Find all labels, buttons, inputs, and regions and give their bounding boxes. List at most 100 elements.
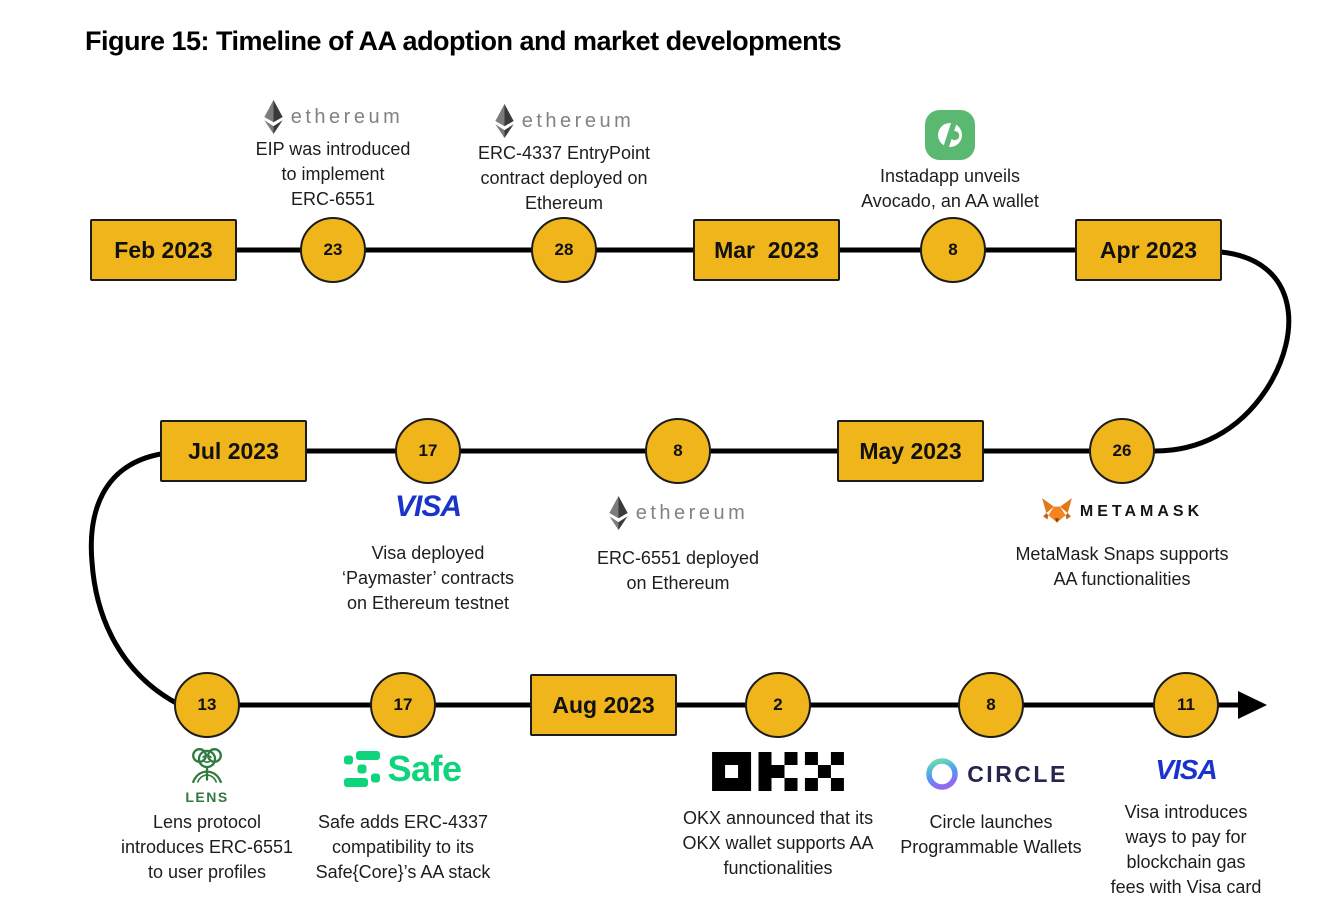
event-caption: Lens protocol introduces ERC-6551 to use… xyxy=(67,810,347,885)
left-curve xyxy=(88,450,180,707)
visa-logo: VISA xyxy=(1131,754,1241,786)
day-number: 11 xyxy=(1177,695,1195,714)
day-number: 17 xyxy=(393,695,413,714)
circle-ring-icon xyxy=(926,758,958,790)
day-node-may-8: 8 xyxy=(645,418,711,484)
caption-line: functionalities xyxy=(723,858,833,878)
caption-line: ways to pay for xyxy=(1125,827,1247,847)
caption-line: contract deployed on xyxy=(480,168,648,188)
event-caption: EIP was introduced to implement ERC-6551 xyxy=(193,137,473,212)
ethereum-logo: ethereum xyxy=(603,496,753,530)
lens-plant-icon xyxy=(192,748,222,784)
event-caption: Circle launches Programmable Wallets xyxy=(851,810,1131,860)
caption-line: fees with Visa card xyxy=(1110,877,1262,897)
month-label: Jul 2023 xyxy=(188,437,279,464)
okx-icon xyxy=(712,752,844,791)
caption-line: ERC-6551 deployed xyxy=(596,548,760,568)
caption-line: Programmable Wallets xyxy=(900,837,1082,857)
event-caption: ERC-4337 EntryPoint contract deployed on… xyxy=(424,141,704,216)
caption-line: OKX wallet supports AA xyxy=(682,833,874,853)
right-curve xyxy=(1154,249,1292,454)
caption-line: blockchain gas xyxy=(1126,852,1246,872)
caption-line: ERC-6551 xyxy=(290,189,376,209)
caption-line: EIP was introduced xyxy=(255,139,411,159)
caption-line: Lens protocol xyxy=(152,812,262,832)
event-caption: Safe adds ERC-4337 compatibility to its … xyxy=(263,810,543,885)
day-number: 8 xyxy=(948,240,958,259)
visa-wordmark: VISA xyxy=(1155,754,1217,785)
caption-line: to user profiles xyxy=(147,862,267,882)
day-number: 17 xyxy=(418,441,438,460)
caption-line: Visa deployed xyxy=(371,543,485,563)
safe-icon xyxy=(344,751,381,787)
visa-logo: VISA xyxy=(368,490,488,524)
caption-line: Safe adds ERC-4337 xyxy=(317,812,489,832)
caption-line: compatibility to its xyxy=(331,837,475,857)
month-label: Feb 2023 xyxy=(114,236,213,263)
day-number: 28 xyxy=(554,240,574,259)
lens-wordmark: LENS xyxy=(185,789,229,805)
month-box-mar-2023: Mar 2023 xyxy=(693,219,840,281)
ethereum-wordmark: ethereum xyxy=(290,105,404,128)
month-label: May 2023 xyxy=(859,437,962,464)
caption-line: AA functionalities xyxy=(1053,569,1191,589)
caption-line: Instadapp unveils xyxy=(879,166,1021,186)
caption-line: Circle launches xyxy=(929,812,1053,832)
metamask-fox-icon xyxy=(1041,498,1072,523)
day-node-jul-17b: 17 xyxy=(370,672,436,738)
month-box-feb-2023: Feb 2023 xyxy=(90,219,237,281)
instadapp-icon xyxy=(925,110,975,160)
day-node-aug-11: 11 xyxy=(1153,672,1219,738)
day-number: 8 xyxy=(673,441,683,460)
month-box-apr-2023: Apr 2023 xyxy=(1075,219,1222,281)
instadapp-logo-icon xyxy=(925,110,975,160)
month-label: Apr 2023 xyxy=(1099,236,1198,263)
month-box-jul-2023: Jul 2023 xyxy=(160,420,307,482)
metamask-logo: METAMASK xyxy=(1012,498,1232,526)
caption-line: ‘Paymaster’ contracts xyxy=(341,568,515,588)
visa-wordmark: VISA xyxy=(394,490,462,523)
day-node-aug-8: 8 xyxy=(958,672,1024,738)
caption-line: to implement xyxy=(281,164,385,184)
circle-wordmark: CIRCLE xyxy=(967,760,1068,787)
safe-wordmark: Safe xyxy=(387,748,462,789)
day-number: 8 xyxy=(986,695,996,714)
metamask-wordmark: METAMASK xyxy=(1079,503,1204,520)
caption-line: Avocado, an AA wallet xyxy=(861,191,1039,211)
ethereum-wordmark: ethereum xyxy=(521,109,635,132)
day-number: 26 xyxy=(1112,441,1132,460)
day-number: 2 xyxy=(773,695,783,714)
day-node-apr-26: 26 xyxy=(1089,418,1155,484)
ethereum-wordmark: ethereum xyxy=(635,501,749,524)
safe-logo: Safe xyxy=(313,748,493,790)
day-number: 13 xyxy=(197,695,217,714)
ethereum-diamond-icon xyxy=(495,104,514,138)
month-label: Mar 2023 xyxy=(714,236,819,263)
month-box-aug-2023: Aug 2023 xyxy=(530,674,677,736)
day-node-jul-17: 17 xyxy=(395,418,461,484)
month-box-may-2023: May 2023 xyxy=(837,420,984,482)
ethereum-logo: ethereum xyxy=(258,100,408,134)
lens-logo: LENS xyxy=(157,744,257,805)
event-caption: ERC-6551 deployed on Ethereum xyxy=(538,546,818,596)
ethereum-diamond-icon xyxy=(264,100,283,134)
event-caption: Visa introduces ways to pay for blockcha… xyxy=(1046,800,1322,900)
caption-line: on Ethereum testnet xyxy=(346,593,510,613)
caption-line: on Ethereum xyxy=(626,573,730,593)
event-caption: Instadapp unveils Avocado, an AA wallet xyxy=(810,164,1090,214)
day-node-mar-8: 8 xyxy=(920,217,986,283)
okx-logo-icon xyxy=(712,752,844,791)
day-node-feb-28: 28 xyxy=(531,217,597,283)
arrow-head-icon xyxy=(1238,691,1267,719)
day-node-aug-2: 2 xyxy=(745,672,811,738)
circle-logo: CIRCLE xyxy=(906,756,1086,792)
month-label: Aug 2023 xyxy=(552,691,655,718)
caption-line: introduces ERC-6551 xyxy=(120,837,294,857)
day-number: 23 xyxy=(323,240,343,259)
ethereum-diamond-icon xyxy=(609,496,628,530)
caption-line: Ethereum xyxy=(524,193,604,213)
caption-line: Safe{Core}’s AA stack xyxy=(315,862,491,882)
event-caption: MetaMask Snaps supports AA functionaliti… xyxy=(982,542,1262,592)
caption-line: OKX announced that its xyxy=(682,808,874,828)
